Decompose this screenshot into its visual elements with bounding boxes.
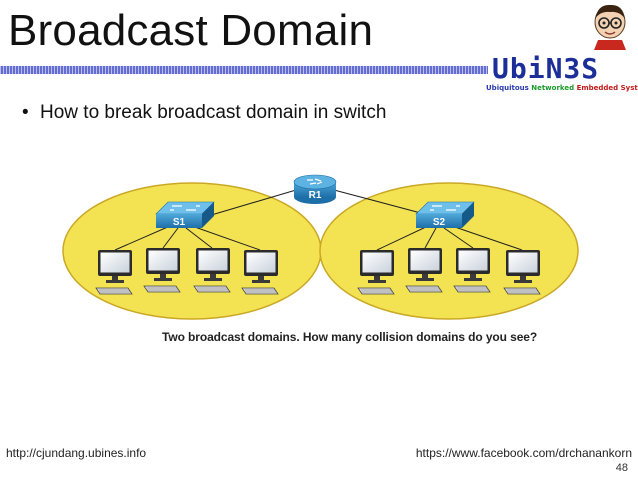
bullet-item: • How to break broadcast domain in switch [22,102,386,124]
broadcast-domain-right [319,182,579,320]
logo-tag-embedded: Embedded System [576,84,638,92]
s2-pc1-link [376,225,429,251]
footer-facebook-link[interactable]: https://www.facebook.com/drchanankorn [415,446,632,460]
switch-s2: S2 [415,201,475,228]
router-s1-link [207,189,297,217]
router-r1-label: R1 [309,190,322,201]
logo-tag-ubiquitous: Ubiquitous [486,84,529,92]
switch-s1: S1 [155,201,215,228]
slide-title: Broadcast Domain [8,6,374,55]
ubin3s-logo: UbiN3S Ubiquitous Networked Embedded Sys… [486,0,638,100]
logo-tagline: Ubiquitous Networked Embedded System [486,84,638,92]
logo-wordmark: UbiN3S [492,52,600,85]
bullet-text: How to break broadcast domain in switch [40,102,387,123]
s1-pc1-link [114,225,171,251]
logo-tag-networked: Networked [531,84,575,92]
s1-pc2-link [162,227,179,249]
s1-pc3-link [185,227,213,249]
switch-s1-label: S1 [173,217,186,228]
router-r1: R1 [293,174,337,204]
bullet-marker: • [22,102,29,123]
s2-pc3-link [443,227,474,249]
s2-pc2-link [424,227,437,249]
footer-website-link[interactable]: http://cjundang.ubines.info [6,446,147,460]
s1-pc4-link [191,225,261,251]
router-s2-link [333,189,433,217]
diagram-caption: Two broadcast domains. How many collisio… [162,330,538,344]
mascot-icon [594,4,626,50]
page-number: 48 [615,462,628,474]
s2-pc4-link [451,225,523,251]
title-underline-bar [0,66,488,74]
network-diagram: R1 S1 S2 [62,174,579,320]
switch-s2-label: S2 [433,217,446,228]
